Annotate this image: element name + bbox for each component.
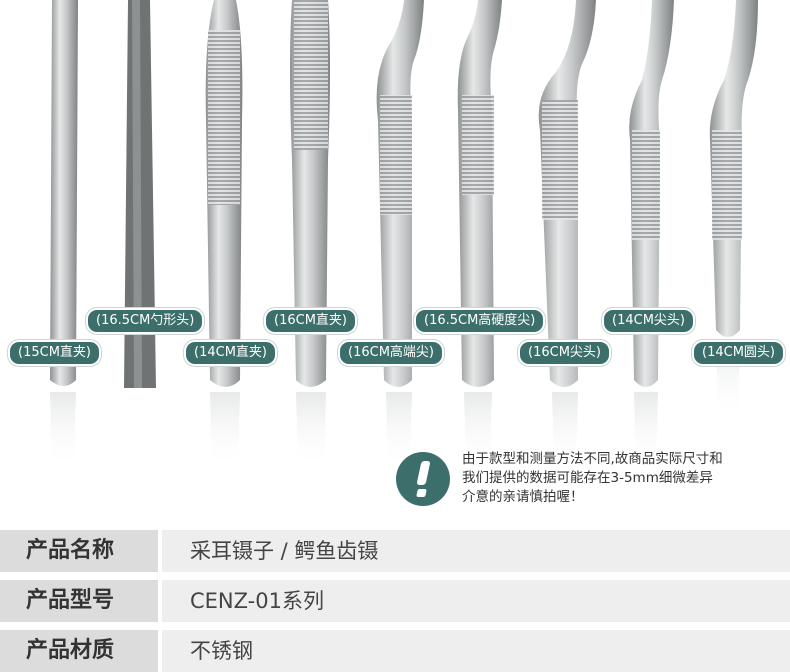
label-16cm-straight: (16CM直夹)	[264, 308, 357, 334]
tweezers-illustration	[50, 0, 758, 470]
tweezer-15cm-straight	[50, 0, 78, 470]
notice-text: 由于款型和测量方法不同,故商品实际尺寸和 我们提供的数据可能存在3-5mm细微差…	[462, 450, 723, 507]
label-16-5cm-hard-tip: (16.5CM高硬度尖)	[414, 308, 546, 334]
size-notice: 由于款型和测量方法不同,故商品实际尺寸和 我们提供的数据可能存在3-5mm细微差…	[396, 450, 786, 514]
spec-key: 产品材质	[0, 630, 158, 672]
product-image-area: (15CM直夹) (16.5CM勺形头) (14CM直夹) (16CM直夹) (…	[8, 0, 786, 514]
tweezer-16cm-pointed	[538, 0, 596, 470]
label-14cm-pointed: (14CM尖头)	[602, 308, 695, 334]
tweezer-16-5cm-spoon	[124, 0, 156, 388]
spec-value: 采耳镊子 / 鳄鱼齿镊	[162, 530, 790, 572]
notice-line-3: 介意的亲请慎拍喔！	[462, 489, 584, 505]
notice-line-1: 由于款型和测量方法不同,故商品实际尺寸和	[462, 451, 723, 467]
notice-line-2: 我们提供的数据可能存在3-5mm细微差异	[462, 470, 713, 486]
spec-row-material: 产品材质 不锈钢	[0, 630, 790, 672]
tweezer-16cm-straight	[290, 0, 330, 470]
spec-row-name: 产品名称 采耳镊子 / 鳄鱼齿镊	[0, 530, 790, 572]
tweezer-16-5cm-hard-tip	[457, 0, 502, 470]
spec-value: CENZ-01系列	[162, 580, 790, 622]
tweezer-14cm-pointed	[629, 0, 674, 470]
tweezer-16cm-high-end-tip	[376, 0, 424, 470]
label-14cm-straight: (14CM直夹)	[184, 340, 277, 366]
label-16cm-pointed: (16CM尖头)	[518, 340, 611, 366]
label-16cm-high-end-tip: (16CM高端尖)	[338, 340, 444, 366]
spec-value: 不锈钢	[162, 630, 790, 672]
label-16-5cm-spoon: (16.5CM勺形头)	[86, 308, 205, 334]
label-15cm-straight: (15CM直夹)	[8, 340, 101, 366]
spec-key: 产品名称	[0, 530, 158, 572]
exclamation-icon	[396, 452, 450, 506]
tweezer-14cm-straight	[205, 0, 243, 470]
spec-key: 产品型号	[0, 580, 158, 622]
spec-row-model: 产品型号 CENZ-01系列	[0, 580, 790, 622]
label-14cm-round-tip: (14CM圆头)	[692, 340, 785, 366]
